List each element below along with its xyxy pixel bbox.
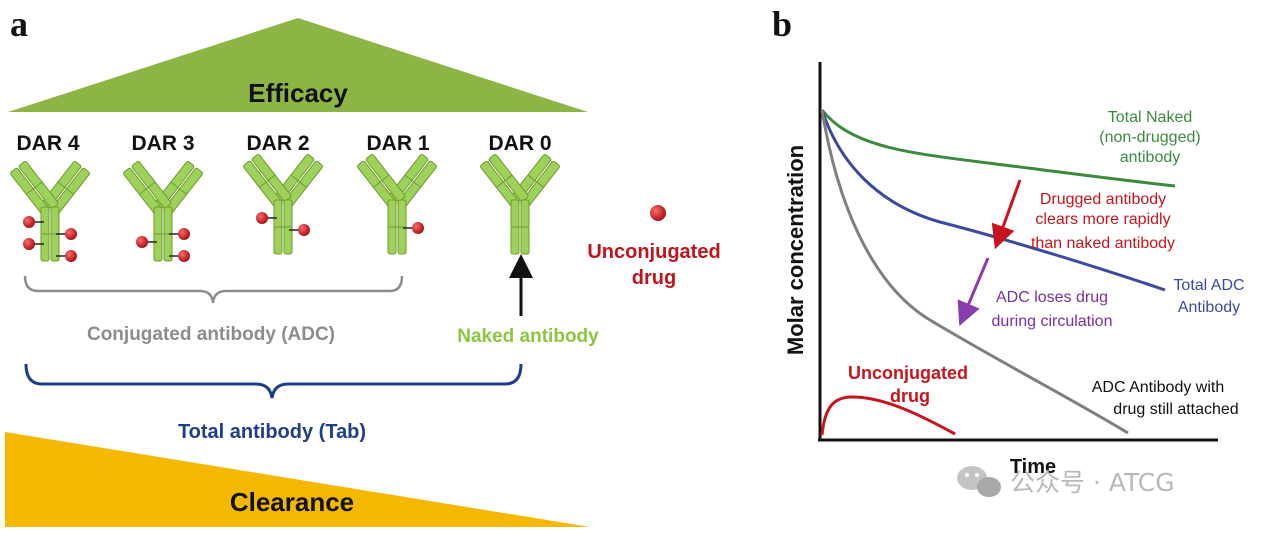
efficacy-triangle — [8, 18, 588, 112]
panel-b-letter: b — [772, 4, 792, 44]
svg-text:antibody: antibody — [1120, 149, 1181, 166]
clearance-label: Clearance — [230, 487, 354, 517]
antibody-dar3 — [122, 160, 204, 262]
dar-3-label: DAR 3 — [131, 132, 194, 155]
conjugated-antibody-label: Conjugated antibody (ADC) — [87, 324, 335, 345]
unconjugated-drug-molecule — [650, 205, 666, 221]
drugged-arrow — [991, 179, 1022, 250]
clearance-wedge — [5, 432, 590, 527]
dar-2-label: DAR 2 — [246, 132, 309, 155]
unconjugated-drug-label-line2: drug — [632, 267, 676, 289]
svg-text:clears more rapidly: clears more rapidly — [1035, 211, 1170, 228]
dar-0-label: DAR 0 — [488, 132, 551, 155]
annotation-total-naked: Total Naked (non-drugged) antibody — [1099, 109, 1200, 166]
svg-text:(non-drugged): (non-drugged) — [1099, 129, 1200, 146]
svg-text:drug still attached: drug still attached — [1113, 401, 1238, 418]
svg-text:Antibody: Antibody — [1178, 299, 1240, 316]
svg-text:drug: drug — [890, 386, 930, 406]
svg-text:Total ADC: Total ADC — [1173, 277, 1244, 294]
curve-total-adc — [820, 109, 1166, 292]
svg-text:during circulation: during circulation — [992, 313, 1113, 330]
annotation-total-adc: Total ADC Antibody — [1173, 277, 1244, 316]
svg-text:than naked antibody: than naked antibody — [1031, 235, 1175, 252]
conjugated-bracket — [23, 275, 404, 304]
antibody-dar1 — [356, 153, 438, 255]
x-axis-label: Time — [1010, 456, 1056, 478]
adc-loses-arrow — [957, 257, 990, 327]
svg-text:Drugged antibody: Drugged antibody — [1040, 191, 1166, 208]
antibody-dar4 — [9, 160, 91, 262]
wechat-icon — [957, 466, 1001, 497]
svg-text:Total Naked: Total Naked — [1108, 109, 1193, 126]
svg-text:ADC loses drug: ADC loses drug — [996, 289, 1108, 306]
dar-4-label: DAR 4 — [16, 132, 79, 155]
annotation-adc-loses: ADC loses drug during circulation — [992, 289, 1113, 330]
annotation-unconjugated: Unconjugated drug — [848, 363, 968, 406]
svg-text:ADC Antibody with: ADC Antibody with — [1092, 379, 1225, 396]
annotation-drugged: Drugged antibody clears more rapidly tha… — [1031, 191, 1175, 252]
dar-1-label: DAR 1 — [366, 132, 429, 155]
curve-unconjugated-drug — [820, 395, 956, 436]
curve-total-naked — [820, 109, 1176, 188]
watermark: 公众号 · ATCG — [957, 466, 1175, 497]
svg-text:Unconjugated: Unconjugated — [848, 363, 968, 383]
total-antibody-bracket — [24, 363, 523, 399]
naked-antibody-label: Naked antibody — [457, 326, 599, 347]
y-axis-label: Molar concentration — [783, 145, 808, 355]
curve-adc-attached — [820, 109, 1129, 435]
total-antibody-label: Total antibody (Tab) — [178, 421, 366, 443]
watermark-text: 公众号 · ATCG — [1010, 468, 1175, 497]
efficacy-label: Efficacy — [248, 78, 348, 108]
drug-molecule-group — [23, 216, 77, 262]
panel-a-letter: a — [10, 4, 28, 44]
annotation-adc-attached: ADC Antibody with drug still attached — [1092, 379, 1239, 418]
antibody-dar2 — [242, 153, 324, 255]
antibody-dar0 — [479, 153, 561, 255]
unconjugated-drug-label-line1: Unconjugated — [587, 241, 720, 263]
